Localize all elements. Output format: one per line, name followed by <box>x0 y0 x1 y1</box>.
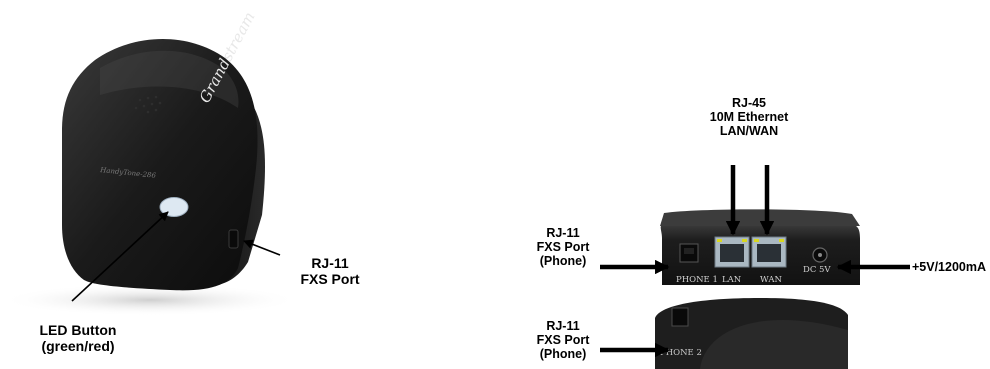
led-button-label: LED Button (green/red) <box>39 322 117 354</box>
port-label-wan: WAN <box>760 275 782 285</box>
wan-jack <box>751 236 787 268</box>
side-port-arrow <box>243 239 281 256</box>
led-button-graphic <box>159 197 189 217</box>
port-label-phone1: PHONE 1 <box>676 275 718 285</box>
side-rj11-port <box>228 229 239 249</box>
side-port-label: RJ-11 FXS Port <box>300 255 360 287</box>
lan-jack <box>714 236 750 268</box>
power-label: +5V/1200mA <box>912 260 987 274</box>
port-label-dc: DC 5V <box>803 265 831 275</box>
rj45-label: RJ-45 10M Ethernet LAN/WAN <box>709 96 789 138</box>
side-panel-photo: PHONE 2 <box>655 298 848 369</box>
handytone-device-photo: Grandstream HandyTone-286 <box>0 9 300 316</box>
port-label-phone2: PHONE 2 <box>660 348 702 358</box>
back-panel-photo: PHONE 1 LAN WAN DC 5V <box>660 209 860 285</box>
led-arrow <box>71 211 169 302</box>
phone1-label: RJ-11 FXS Port (Phone) <box>536 226 590 268</box>
phone2-label: RJ-11 FXS Port (Phone) <box>536 319 590 361</box>
phone2-jack <box>671 307 689 327</box>
port-label-lan: LAN <box>722 275 742 285</box>
speaker-grille <box>134 95 162 114</box>
